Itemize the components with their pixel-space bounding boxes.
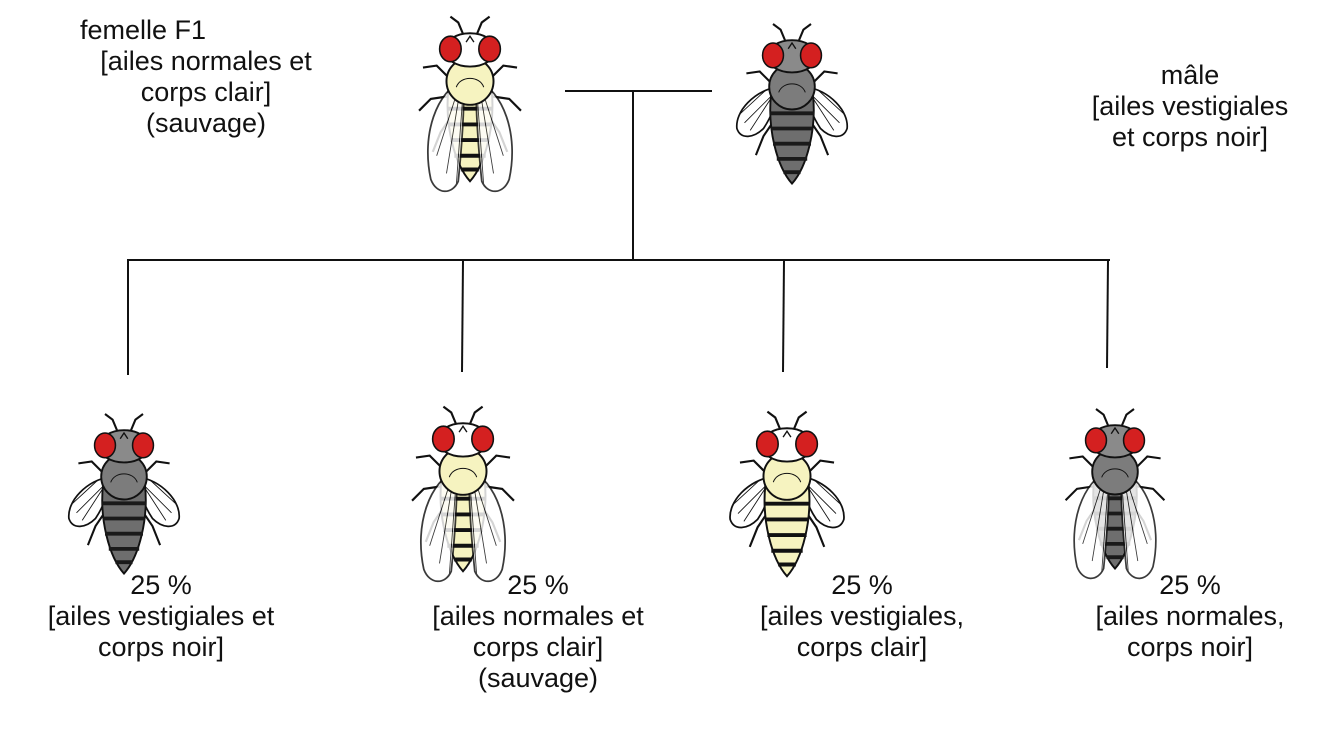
- male-label-line: mâle: [1045, 60, 1335, 91]
- female-label-line: [ailes normales et: [46, 46, 366, 77]
- offspring-label-3: 25 % [ailes vestigiales, corps clair]: [712, 570, 1012, 663]
- female-parent-fly: [419, 17, 521, 192]
- offspring-phenotype-line: [ailes vestigiales,: [712, 601, 1012, 632]
- male-parent-label: mâle [ailes vestigiales et corps noir]: [1045, 60, 1335, 153]
- offspring-fly-3: [730, 412, 844, 577]
- female-label-line: (sauvage): [46, 108, 366, 139]
- offspring-label-2: 25 % [ailes normales et corps clair] (sa…: [378, 570, 698, 694]
- offspring-percent: 25 %: [378, 570, 698, 601]
- female-label-line: corps clair]: [46, 77, 366, 108]
- offspring-drop-2: [462, 260, 463, 372]
- offspring-phenotype-line: [ailes normales et: [378, 601, 698, 632]
- offspring-phenotype-line: corps noir]: [0, 632, 322, 663]
- male-parent-fly: [737, 24, 847, 184]
- offspring-percent: 25 %: [712, 570, 1012, 601]
- offspring-phenotype-line: (sauvage): [378, 663, 698, 694]
- offspring-percent: 25 %: [0, 570, 322, 601]
- offspring-drop-4: [1107, 260, 1108, 368]
- offspring-percent: 25 %: [1050, 570, 1330, 601]
- male-label-line: et corps noir]: [1045, 122, 1335, 153]
- offspring-label-4: 25 % [ailes normales, corps noir]: [1050, 570, 1330, 663]
- offspring-fly-1: [69, 414, 179, 574]
- offspring-phenotype-line: [ailes vestigiales et: [0, 601, 322, 632]
- offspring-phenotype-line: corps clair]: [378, 632, 698, 663]
- offspring-phenotype-line: [ailes normales,: [1050, 601, 1330, 632]
- offspring-phenotype-line: corps clair]: [712, 632, 1012, 663]
- male-label-line: [ailes vestigiales: [1045, 91, 1335, 122]
- offspring-phenotype-line: corps noir]: [1050, 632, 1330, 663]
- offspring-fly-4: [1066, 409, 1165, 578]
- offspring-fly-2: [412, 407, 514, 582]
- female-label-line: femelle F1: [46, 15, 366, 46]
- female-parent-label: femelle F1 [ailes normales et corps clai…: [46, 15, 366, 139]
- offspring-label-1: 25 % [ailes vestigiales et corps noir]: [0, 570, 322, 663]
- offspring-drop-3: [783, 260, 784, 372]
